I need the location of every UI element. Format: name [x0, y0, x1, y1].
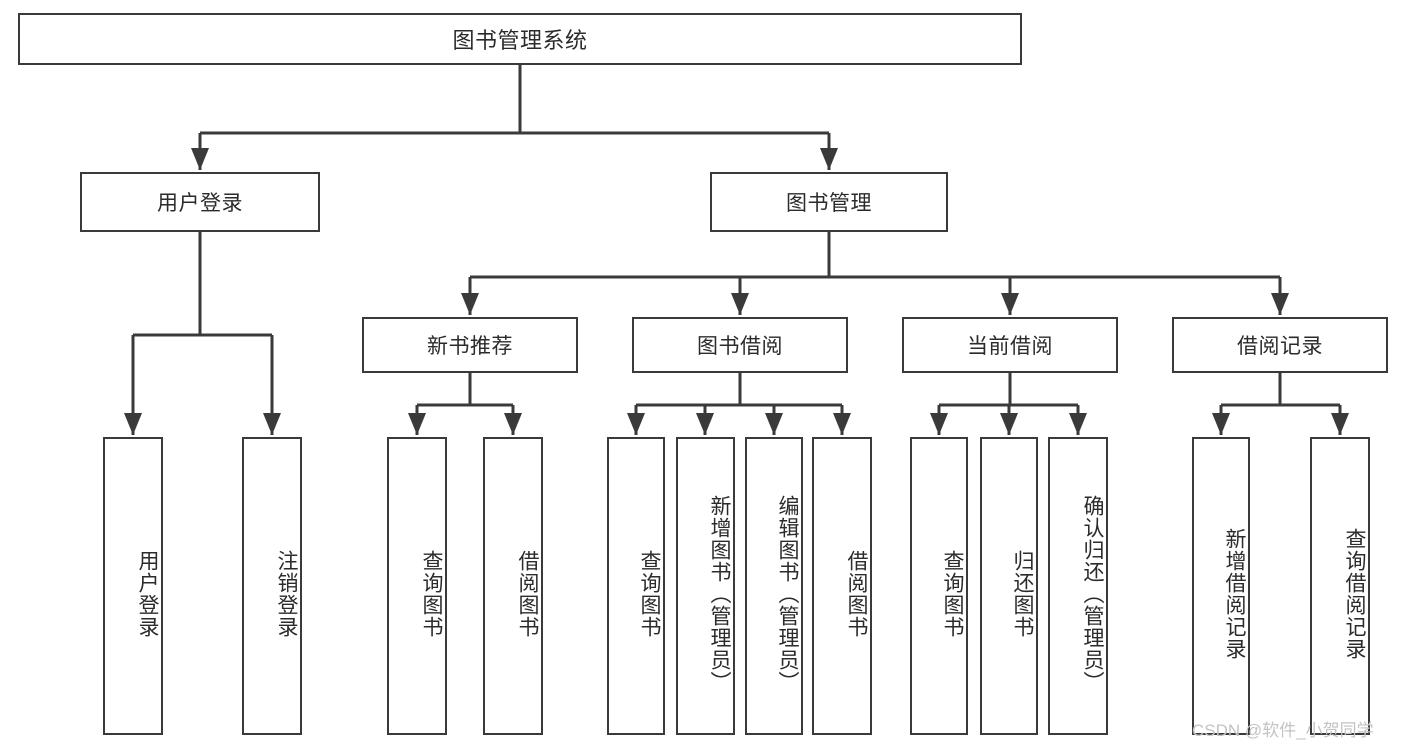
arrow-head-icon-book-borrow-2: [765, 413, 783, 435]
node-new-book-rec[interactable]: 新书推荐: [362, 317, 578, 373]
node-label: 图书管理系统: [452, 28, 588, 53]
arrow-head-icon-book-manage-3: [1271, 293, 1289, 315]
node-leaf-logout[interactable]: 注销登录: [242, 437, 302, 735]
arrow-head-icon-root-1: [820, 148, 838, 170]
node-borrow-record[interactable]: 借阅记录: [1172, 317, 1388, 373]
node-label: 借阅记录: [1237, 335, 1323, 358]
arrow-head-icon-book-borrow-3: [833, 413, 851, 435]
arrow-head-icon-borrow-record-0: [1212, 413, 1230, 435]
arrow-head-icon-borrow-record-1: [1331, 413, 1349, 435]
node-user-login[interactable]: 用户登录: [80, 172, 320, 232]
arrow-head-icon-current-borrow-0: [930, 413, 948, 435]
node-label: 图书借阅: [697, 335, 783, 358]
node-label: 当前借阅: [967, 335, 1053, 358]
arrow-head-icon-root-0: [191, 148, 209, 170]
arrow-head-icon-book-manage-1: [731, 293, 749, 315]
node-label: 归还图书: [1011, 550, 1034, 638]
node-leaf-add-record[interactable]: 新增借阅记录: [1192, 437, 1250, 735]
watermark-text: CSDN @软件_小贺同学: [1192, 721, 1374, 740]
node-leaf-edit-book[interactable]: 编辑图书（管理员）: [745, 437, 803, 735]
node-label: 编辑图书（管理员）: [776, 495, 799, 693]
node-label: 新增借阅记录: [1223, 528, 1246, 660]
arrow-head-icon-current-borrow-1: [1000, 413, 1018, 435]
node-leaf-user-login[interactable]: 用户登录: [103, 437, 163, 735]
node-leaf-borrow-book-1[interactable]: 借阅图书: [483, 437, 543, 735]
node-leaf-query-record[interactable]: 查询借阅记录: [1310, 437, 1370, 735]
node-label: 查询借阅记录: [1343, 528, 1366, 660]
node-current-borrow[interactable]: 当前借阅: [902, 317, 1118, 373]
node-root[interactable]: 图书管理系统: [18, 13, 1022, 65]
arrow-head-icon-current-borrow-2: [1069, 413, 1087, 435]
arrow-head-icon-book-manage-0: [461, 293, 479, 315]
node-leaf-query-book-2[interactable]: 查询图书: [607, 437, 665, 735]
node-label: 查询图书: [638, 550, 661, 638]
arrow-head-icon-book-borrow-0: [627, 413, 645, 435]
node-label: 图书管理: [786, 192, 872, 215]
node-leaf-query-book-1[interactable]: 查询图书: [387, 437, 447, 735]
node-label: 注销登录: [275, 550, 298, 638]
node-label: 新书推荐: [427, 335, 513, 358]
node-leaf-query-book-3[interactable]: 查询图书: [910, 437, 968, 735]
node-label: 用户登录: [136, 550, 159, 638]
node-label: 查询图书: [420, 550, 443, 638]
node-book-borrow[interactable]: 图书借阅: [632, 317, 848, 373]
node-label: 借阅图书: [845, 550, 868, 638]
node-leaf-add-book[interactable]: 新增图书（管理员）: [676, 437, 735, 735]
arrow-head-icon-user-login-1: [263, 413, 281, 435]
arrow-head-icon-book-manage-2: [1001, 293, 1019, 315]
node-label: 确认归还（管理员）: [1081, 495, 1104, 693]
node-label: 用户登录: [157, 192, 243, 215]
arrow-head-icon-new-book-rec-0: [408, 413, 426, 435]
node-label: 新增图书（管理员）: [708, 495, 731, 693]
node-label: 查询图书: [941, 550, 964, 638]
node-label: 借阅图书: [516, 550, 539, 638]
node-leaf-borrow-book-2[interactable]: 借阅图书: [812, 437, 872, 735]
arrow-head-icon-new-book-rec-1: [504, 413, 522, 435]
arrow-head-icon-user-login-0: [124, 413, 142, 435]
node-leaf-return-book[interactable]: 归还图书: [980, 437, 1038, 735]
node-book-manage[interactable]: 图书管理: [710, 172, 948, 232]
arrow-head-icon-book-borrow-1: [696, 413, 714, 435]
node-leaf-confirm-return[interactable]: 确认归还（管理员）: [1048, 437, 1108, 735]
